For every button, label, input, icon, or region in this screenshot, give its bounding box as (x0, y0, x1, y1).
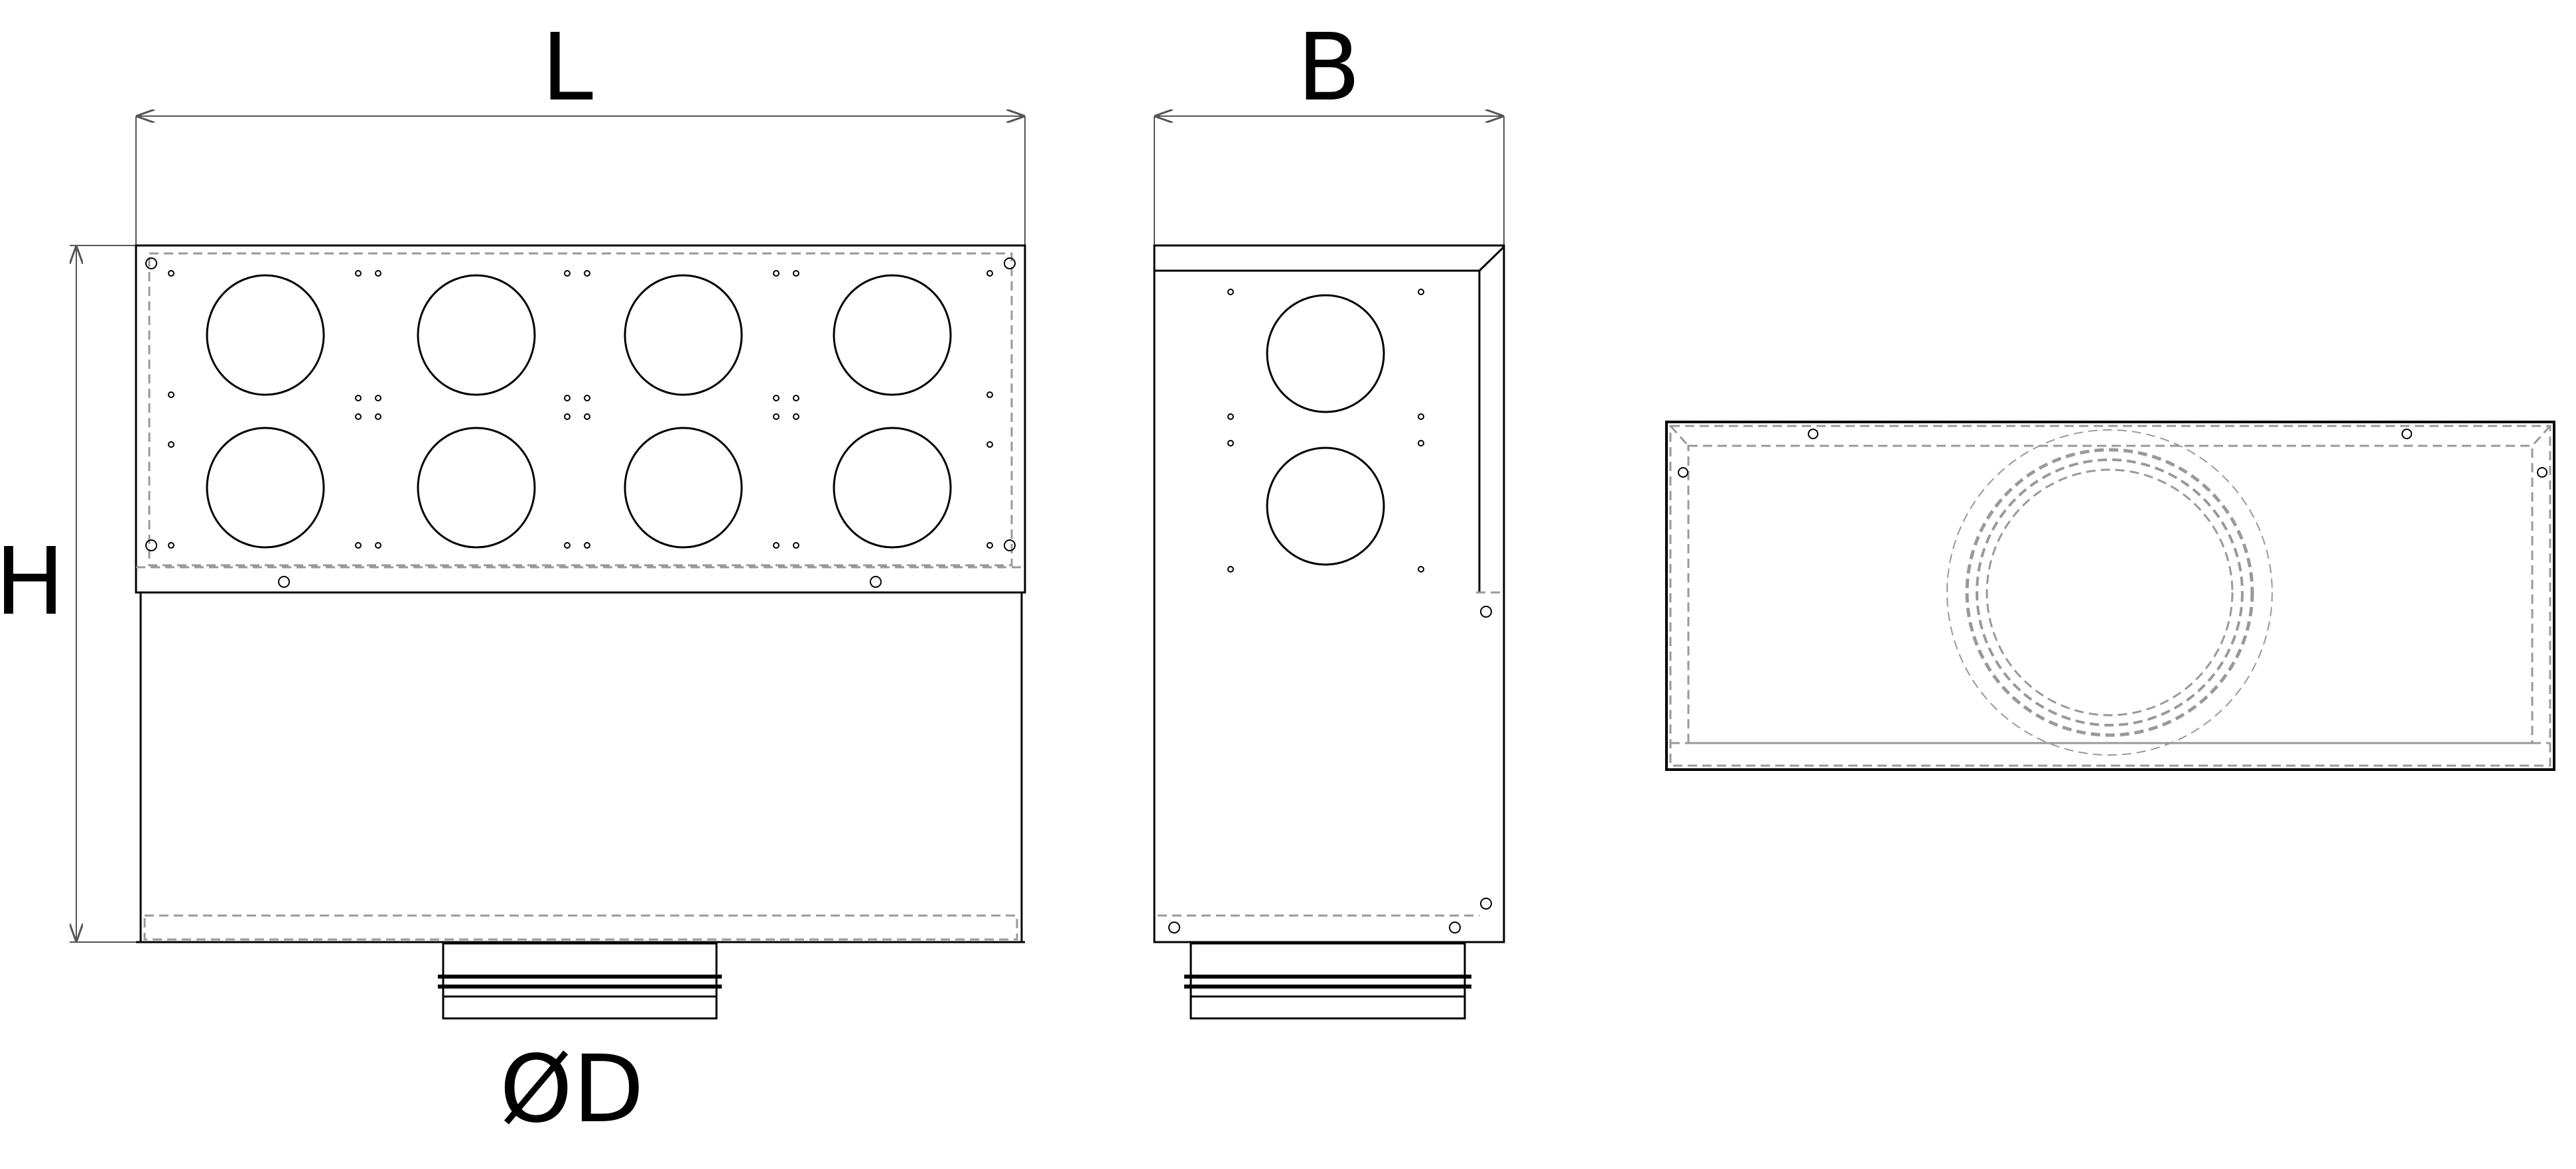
fixing-hole-icon (564, 542, 571, 549)
outlet-hole (417, 427, 536, 549)
fixing-hole-icon (375, 395, 381, 401)
outlet-hole (624, 427, 743, 549)
fixing-hole-icon (986, 542, 993, 549)
dimension-height: H (0, 245, 136, 943)
outlet-hole (206, 427, 325, 549)
fixing-hole-icon (564, 270, 571, 277)
fixing-hole-icon (986, 391, 993, 398)
fixing-hole-icon (986, 441, 993, 448)
fixing-hole-icon (355, 542, 362, 549)
dimension-length: L (135, 14, 1026, 245)
screw-icon (145, 257, 1016, 588)
width-label: B (1297, 14, 1361, 122)
fixing-hole-icon (355, 270, 362, 277)
screw-icon (1168, 289, 1492, 933)
fixing-hole-icon (584, 413, 590, 420)
fixing-hole-icon (773, 270, 780, 277)
fixing-hole-icon (584, 542, 590, 549)
side-spigot (1184, 942, 1471, 1020)
fixing-hole-icon (355, 395, 362, 401)
outlet-hole (206, 274, 325, 396)
front-outlet-holes (168, 270, 993, 549)
fixing-hole-icon (375, 270, 381, 277)
fixing-hole-icon (793, 395, 799, 401)
fixing-hole-icon (168, 391, 174, 398)
fixing-hole-icon (584, 395, 590, 401)
front-spigot (438, 942, 722, 1020)
fixing-hole-icon (773, 542, 780, 549)
outlet-hole (833, 274, 952, 396)
front-view: ØD (135, 244, 1026, 1144)
fixing-hole-icon (375, 413, 381, 420)
outlet-hole (833, 427, 952, 549)
fixing-hole-icon (564, 413, 571, 420)
fixing-hole-icon (168, 270, 174, 277)
fixing-hole-icon (375, 542, 381, 549)
fixing-hole-icon (793, 413, 799, 420)
fixing-hole-icon (986, 270, 993, 277)
side-view (1153, 244, 1505, 1020)
length-label: L (541, 14, 593, 122)
fixing-hole-icon (564, 395, 571, 401)
fixing-hole-icon (793, 542, 799, 549)
fixing-hole-icon (773, 413, 780, 420)
fixing-hole-icon (584, 270, 590, 277)
outlet-hole (417, 274, 536, 396)
outlet-hole (624, 274, 743, 396)
top-view (1665, 421, 2555, 771)
dimension-width: B (1154, 14, 1505, 245)
fixing-hole-icon (793, 270, 799, 277)
diameter-label: ØD (500, 1036, 644, 1144)
fixing-hole-icon (355, 413, 362, 420)
height-label: H (0, 528, 65, 636)
screw-icon (1678, 429, 2547, 478)
fixing-hole-icon (168, 542, 174, 549)
fixing-hole-icon (773, 395, 780, 401)
fixing-hole-icon (168, 441, 174, 448)
